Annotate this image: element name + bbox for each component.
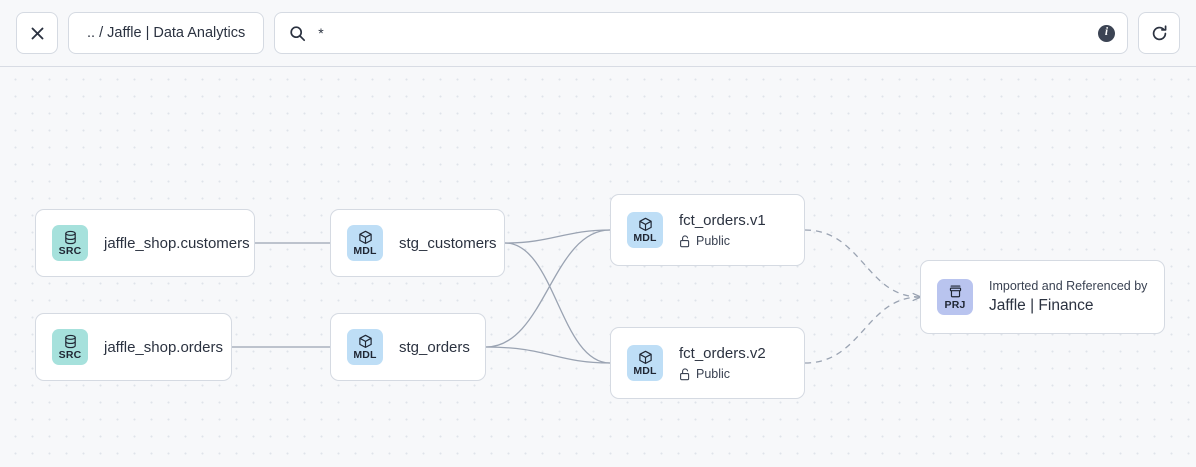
badge-src: SRC (52, 225, 88, 261)
badge-mdl: MDL (627, 345, 663, 381)
toolbar: .. / Jaffle | Data Analytics i (0, 0, 1196, 67)
search-icon (289, 25, 306, 42)
badge-label: MDL (353, 348, 377, 361)
badge-src: SRC (52, 329, 88, 365)
node-body: fct_orders.v1 Public (679, 211, 766, 249)
node-jaffle-shop-customers[interactable]: SRC jaffle_shop.customers (35, 209, 255, 277)
cube-icon (638, 350, 653, 365)
badge-prj: PRJ (937, 279, 973, 315)
node-title: jaffle_shop.customers (104, 234, 250, 252)
refresh-icon (1150, 24, 1169, 43)
project-box-icon (948, 284, 963, 299)
badge-label: SRC (58, 244, 82, 257)
node-fct-orders-v2[interactable]: MDL fct_orders.v2 Public (610, 327, 805, 399)
info-icon[interactable]: i (1098, 24, 1115, 42)
badge-label: MDL (633, 364, 657, 377)
unlock-icon (679, 367, 691, 381)
visibility-label: Public (696, 367, 731, 381)
refresh-button[interactable] (1138, 12, 1180, 54)
breadcrumb[interactable]: .. / Jaffle | Data Analytics (68, 12, 265, 54)
database-icon (63, 230, 78, 245)
database-icon (63, 334, 78, 349)
close-icon (30, 26, 45, 41)
node-fct-orders-v1[interactable]: MDL fct_orders.v1 Public (610, 194, 805, 266)
lineage-canvas[interactable]: SRC jaffle_shop.customers SRC jaffle_sh (0, 67, 1196, 467)
node-body: jaffle_shop.orders (104, 338, 223, 357)
node-kicker: Imported and Referenced by (989, 279, 1148, 293)
badge-label: SRC (58, 348, 82, 361)
node-title: fct_orders.v2 (679, 345, 766, 362)
search-input[interactable] (318, 25, 1086, 41)
node-visibility: Public (679, 366, 766, 382)
node-stg-customers[interactable]: MDL stg_customers (330, 209, 505, 277)
cube-icon (358, 230, 373, 245)
node-title: fct_orders.v1 (679, 212, 766, 229)
node-visibility: Public (679, 233, 766, 249)
node-body: stg_customers (399, 234, 497, 253)
badge-mdl: MDL (347, 225, 383, 261)
node-jaffle-shop-orders[interactable]: SRC jaffle_shop.orders (35, 313, 232, 381)
node-body: jaffle_shop.customers (104, 234, 250, 253)
node-stg-orders[interactable]: MDL stg_orders (330, 313, 486, 381)
node-title: stg_customers (399, 234, 497, 252)
node-body: Imported and Referenced by Jaffle | Fina… (989, 278, 1147, 316)
edge-v2-project (804, 297, 920, 364)
search-bar[interactable]: i (274, 12, 1128, 54)
edge-stgcust-v2 (504, 242, 611, 364)
breadcrumb-label: .. / Jaffle | Data Analytics (87, 25, 246, 41)
badge-mdl: MDL (347, 329, 383, 365)
visibility-label: Public (696, 234, 731, 248)
unlock-icon (679, 234, 691, 248)
badge-label: PRJ (944, 298, 966, 311)
edge-stgcust-v1 (504, 229, 611, 244)
close-button[interactable] (16, 12, 58, 54)
edge-stgord-v2 (485, 346, 611, 364)
cube-icon (358, 334, 373, 349)
node-jaffle-finance-project[interactable]: PRJ Imported and Referenced by Jaffle | … (920, 260, 1165, 334)
node-body: fct_orders.v2 Public (679, 344, 766, 382)
cube-icon (638, 217, 653, 232)
badge-label: MDL (633, 231, 657, 244)
badge-label: MDL (353, 244, 377, 257)
node-title: jaffle_shop.orders (104, 338, 223, 356)
node-project-name: Jaffle | Finance (989, 297, 1094, 314)
edge-v1-project (804, 229, 920, 297)
node-body: stg_orders (399, 338, 470, 357)
badge-mdl: MDL (627, 212, 663, 248)
node-title: stg_orders (399, 338, 470, 356)
